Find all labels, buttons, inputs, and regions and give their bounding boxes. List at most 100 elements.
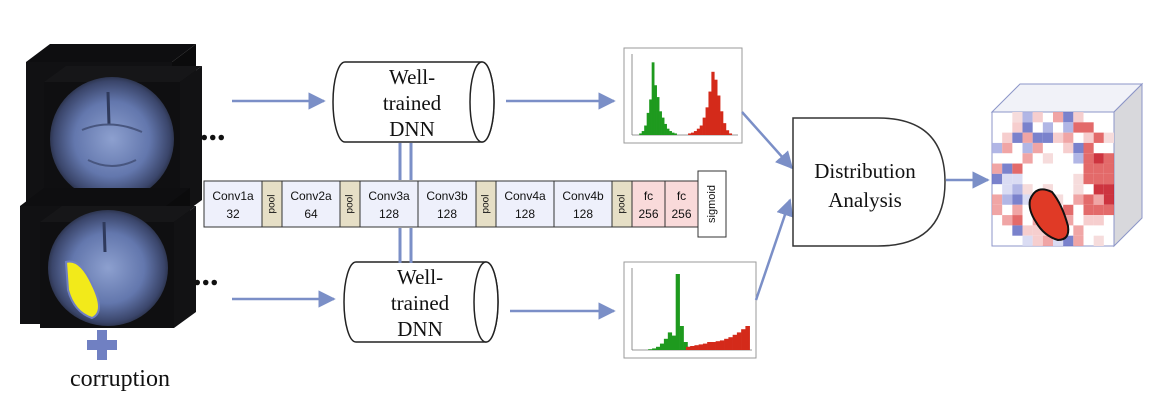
layer-name-11: fc	[677, 189, 686, 203]
red-bar-8	[719, 340, 725, 350]
green-bar-1	[652, 348, 657, 350]
red-bar-6	[705, 107, 709, 135]
heat-cell	[1012, 215, 1023, 226]
heat-cell	[1073, 173, 1084, 185]
red-bar-7	[715, 341, 721, 350]
layer-name-6: pool	[481, 195, 492, 214]
layer-name-9: pool	[617, 195, 628, 214]
detected-corruption-region	[1028, 188, 1070, 242]
heat-cell	[1083, 173, 1094, 185]
ellipsis-top: ...	[200, 111, 226, 148]
heat-cell	[1103, 163, 1114, 174]
analysis-line1: Distribution	[814, 159, 916, 183]
arrow-hist-top-to-analysis	[741, 111, 794, 170]
layer-name-3: pool	[345, 195, 356, 214]
heat-cell	[1012, 225, 1023, 236]
layer-name-7: Conv4a	[504, 189, 546, 203]
heat-cell	[1022, 235, 1033, 246]
red-bar-13	[725, 130, 730, 135]
heat-cell	[1012, 132, 1023, 143]
dnn-bottom-line2: trained	[391, 291, 450, 315]
heat-cell	[992, 194, 1003, 205]
corruption-region	[64, 260, 100, 320]
green-bar-2	[656, 346, 661, 350]
dnn-top-line2: trained	[383, 91, 442, 115]
arrow-hist-bottom-to-analysis	[754, 198, 794, 301]
heat-cell	[992, 173, 1003, 185]
heat-cell	[1073, 142, 1084, 154]
heat-cell	[1073, 235, 1084, 246]
layer-block-10	[631, 180, 666, 228]
layer-name-5: Conv3b	[426, 189, 468, 203]
heat-cell	[1083, 122, 1094, 133]
heat-cell	[992, 163, 1003, 174]
red-bar-9	[714, 79, 718, 135]
heat-cell	[1083, 204, 1094, 216]
layer-block-7	[495, 180, 555, 228]
green-bar-9	[683, 342, 688, 350]
heat-cell	[1103, 173, 1114, 185]
green-bar-6	[671, 335, 676, 350]
heat-cell	[1083, 142, 1094, 154]
red-bar-3	[698, 344, 704, 350]
red-bar-7	[708, 91, 712, 135]
heat-cell	[1022, 184, 1033, 195]
layer-block-11	[664, 180, 699, 228]
green-bar-12	[669, 131, 672, 135]
layer-name-8: Conv4b	[562, 189, 604, 203]
connector-top	[398, 143, 413, 180]
heat-cell	[1042, 122, 1053, 133]
layer-value-10: 256	[638, 207, 658, 221]
green-bar-13	[671, 132, 675, 135]
heat-cell	[1083, 194, 1094, 205]
green-bar-8	[659, 111, 662, 135]
red-bar-14	[745, 326, 750, 350]
heat-cell	[1093, 204, 1104, 216]
heat-cell	[1022, 225, 1033, 236]
layer-block-8	[553, 180, 613, 228]
heat-cell	[1103, 204, 1114, 216]
dnn-bottom-line3: DNN	[397, 317, 443, 341]
heat-cell	[1012, 122, 1023, 133]
green-bar-3	[646, 112, 650, 135]
heat-cell	[1032, 132, 1043, 143]
green-bar-3	[659, 343, 665, 350]
heat-cell	[1022, 194, 1033, 205]
red-bar-5	[707, 342, 712, 350]
heat-cell	[1053, 112, 1064, 123]
layer-block-4	[359, 180, 419, 228]
layer-value-4: 128	[379, 207, 399, 221]
heat-cell	[992, 142, 1003, 154]
green-bar-7	[656, 97, 660, 135]
heat-cell	[1012, 204, 1023, 216]
red-bar-4	[702, 343, 708, 350]
heat-cell	[1073, 153, 1084, 164]
layer-value-5: 128	[437, 207, 457, 221]
heat-cell	[1083, 163, 1094, 174]
heat-cell	[1083, 132, 1094, 143]
layer-value-7: 128	[515, 207, 535, 221]
green-bar-2	[644, 125, 647, 135]
heat-cell	[1083, 215, 1094, 226]
heat-cell	[1002, 173, 1013, 185]
layer-name-12: sigmoid	[706, 185, 718, 223]
heat-cell	[1002, 215, 1013, 226]
layer-value-11: 256	[671, 207, 691, 221]
heat-cell	[1093, 132, 1104, 143]
heat-cell	[1022, 142, 1033, 154]
heat-cell	[1073, 194, 1084, 205]
heat-cell	[1032, 235, 1043, 246]
plus-icon	[87, 330, 117, 360]
heat-cell	[1093, 215, 1104, 226]
green-bar-9	[661, 117, 665, 135]
red-bar-3	[696, 128, 701, 135]
layer-name-0: Conv1a	[212, 189, 254, 203]
heat-cell	[1093, 194, 1104, 205]
red-bar-11	[732, 334, 738, 350]
red-bar-9	[724, 338, 729, 350]
heat-cell	[1073, 122, 1084, 133]
red-bar-4	[699, 125, 703, 135]
red-bar-2	[694, 345, 699, 350]
